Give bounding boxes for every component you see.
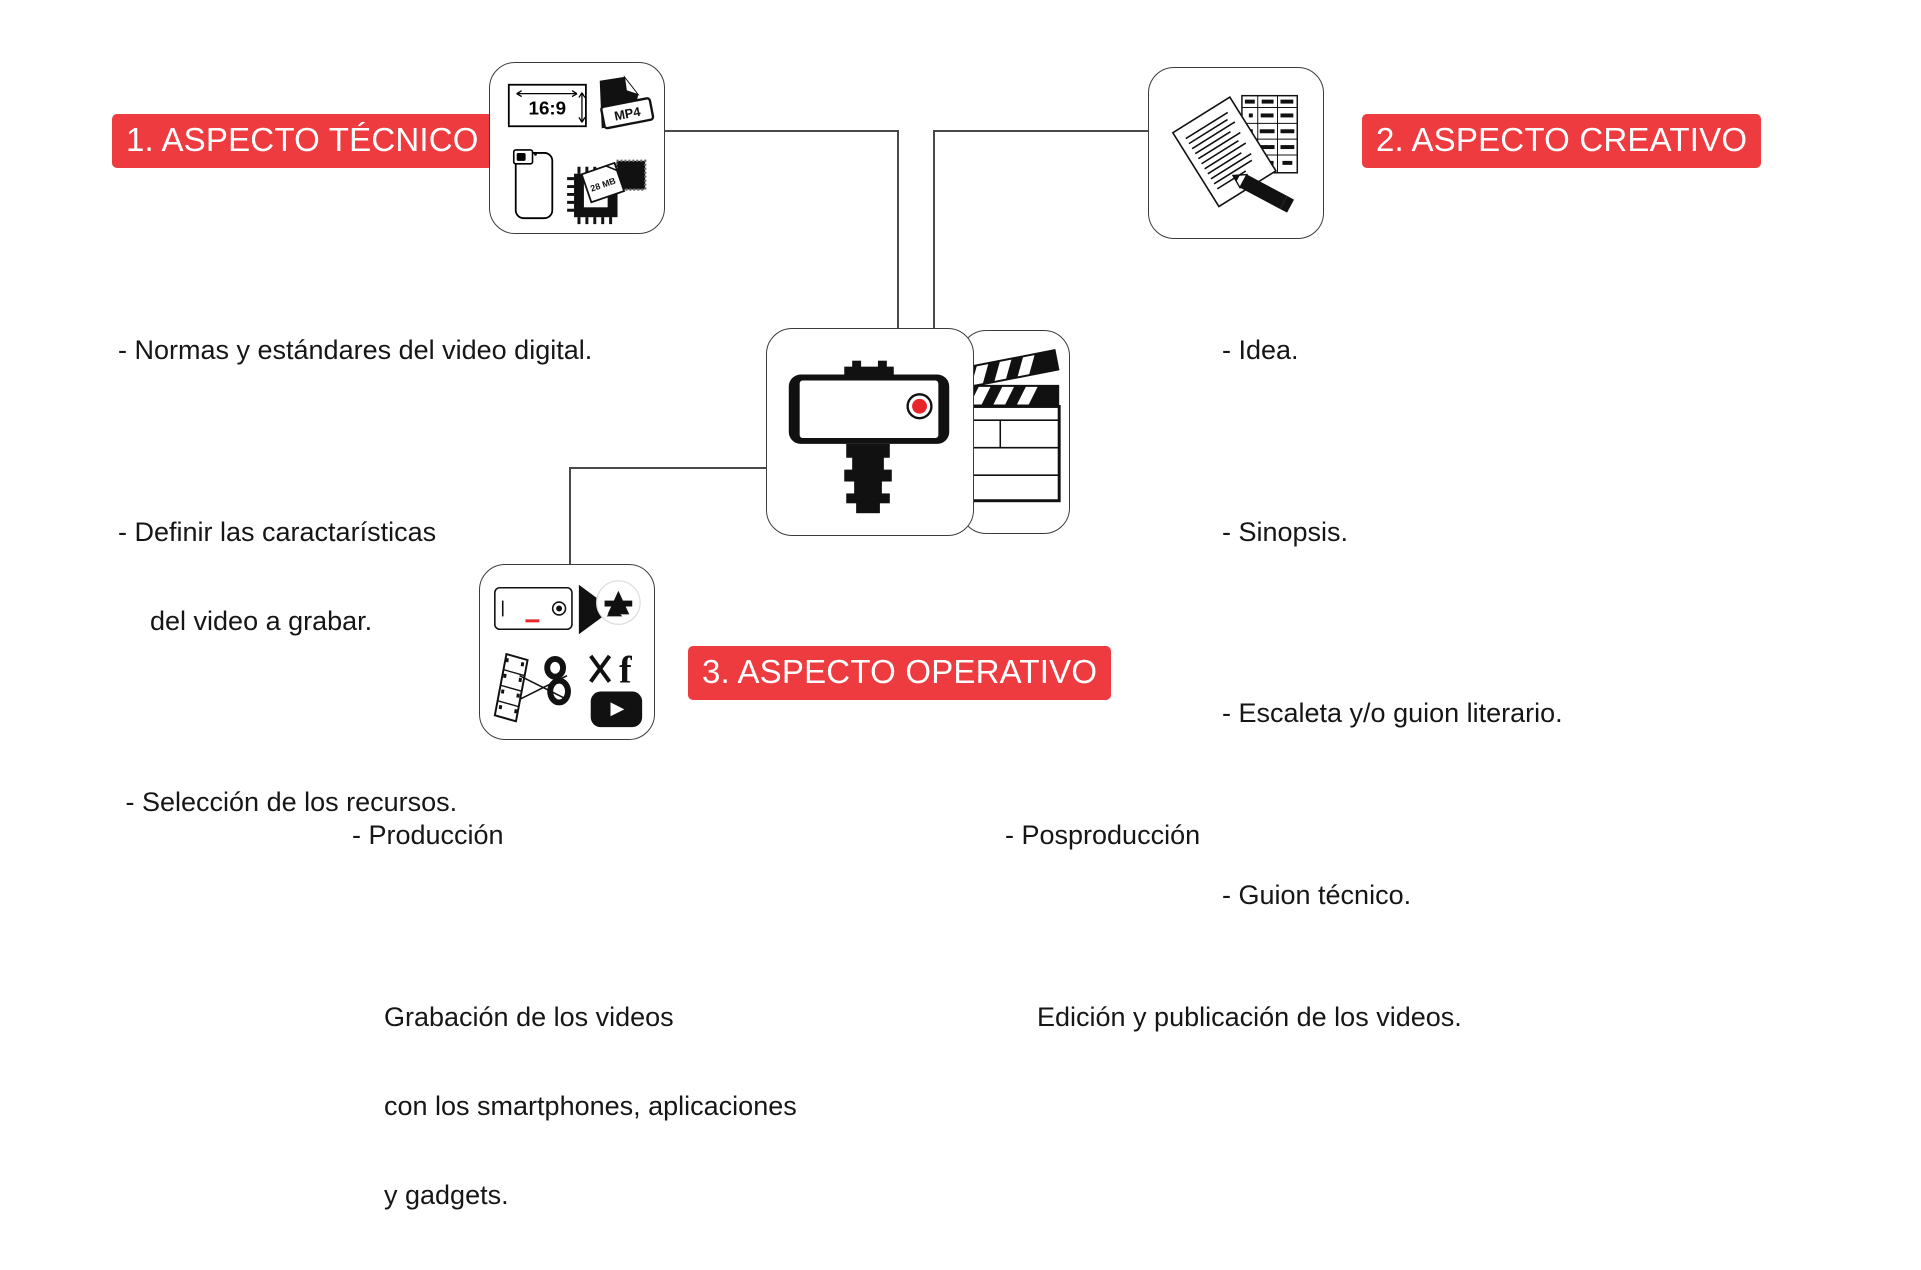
icon-box-clapperboard[interactable] [960, 330, 1070, 534]
youtube-icon [590, 691, 643, 728]
section-label-tecnico[interactable]: 1. ASPECTO TÉCNICO [112, 114, 493, 168]
bullet-tecnico-3: - Selección de los recursos. [118, 787, 458, 818]
bullet-tecnico-2-cont: del video a grabar. [150, 605, 373, 636]
produccion-heading: - Producción [352, 820, 504, 851]
icon-box-center-recording[interactable] [766, 328, 974, 536]
bullet-creativo-3: - Escaleta y/o guion literario. [1222, 698, 1563, 729]
bullets-creativo: - Idea. - Sinopsis. - Escaleta y/o guion… [1222, 277, 1563, 970]
connector-lines [568, 129, 1148, 564]
produccion-line-1: Grabación de los videos [384, 1001, 674, 1032]
bullet-tecnico-1: - Normas y estándares del video digital. [118, 335, 593, 366]
facebook-icon: f [619, 651, 632, 692]
script-and-storyboard-icon [1171, 94, 1299, 213]
app-store-icon [578, 580, 641, 635]
file-format-text: MP4 [613, 104, 643, 124]
bullets-posproduccion: - Posproducción Edición y publicación de… [1005, 762, 1462, 1092]
phone-back-icon [512, 149, 554, 220]
clapperboard-icon [961, 349, 1061, 503]
social-icons-group: f [589, 651, 643, 728]
posproduccion-line-1: Edición y publicación de los videos. [1037, 1001, 1462, 1032]
section-label-operativo[interactable]: 3. ASPECTO OPERATIVO [688, 646, 1112, 700]
technical-specs-icon: 16:9 MP4 [507, 75, 655, 225]
smartphone-tripod-recording-icon [788, 360, 950, 514]
connector-center-to-tecnico [665, 129, 900, 330]
bullets-tecnico: - Normas y estándares del video digital.… [118, 277, 592, 877]
pencil-icon [1231, 173, 1295, 213]
film-strip-scissors-icon [493, 652, 571, 723]
production-tools-icon: f [493, 580, 643, 728]
section-label-creativo[interactable]: 2. ASPECTO CREATIVO [1362, 114, 1762, 168]
icon-box-operativo[interactable]: f [479, 564, 655, 740]
icon-box-creativo[interactable] [1148, 67, 1324, 239]
aspect-ratio-text: 16:9 [529, 97, 567, 118]
bullet-tecnico-2: - Definir las caractarísticas [118, 516, 437, 547]
bullet-creativo-4: - Guion técnico. [1222, 879, 1412, 910]
produccion-line-2: con los smartphones, aplicaciones [384, 1090, 797, 1121]
diagram-canvas: 1. ASPECTO TÉCNICO 2. ASPECTO CREATIVO 3… [112, 62, 1762, 1210]
x-twitter-icon [589, 654, 612, 683]
bullet-creativo-2: - Sinopsis. [1222, 516, 1349, 547]
phone-recording-icon [494, 586, 573, 631]
icon-box-tecnico[interactable]: 16:9 MP4 [489, 62, 665, 234]
memory-card-icon: 28 MB [580, 161, 626, 204]
connector-center-to-creativo [932, 129, 1148, 330]
bullet-creativo-1: - Idea. [1222, 335, 1299, 366]
record-indicator [912, 398, 927, 414]
connector-center-to-operativo [568, 466, 766, 564]
posproduccion-heading: - Posproducción [1005, 820, 1201, 851]
svg-text:f: f [619, 651, 632, 692]
produccion-line-3: y gadgets. [384, 1179, 509, 1210]
